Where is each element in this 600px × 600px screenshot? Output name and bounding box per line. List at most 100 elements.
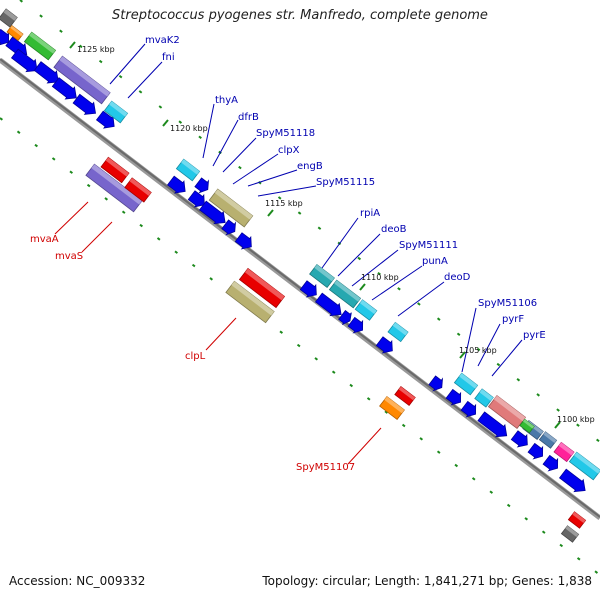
gene-bar-reverse: [238, 267, 286, 309]
tick-dash: [377, 271, 381, 276]
gene-bar-forward-body: [553, 441, 575, 463]
gene-arrow-forward-body: [198, 200, 226, 225]
gene-label-pyrE: pyrE: [523, 330, 546, 341]
gene-arrow-forward-body: [234, 232, 252, 250]
tick-dash: [98, 59, 103, 64]
gene-bar-reverse-body: [379, 395, 405, 421]
tick-dash: [121, 210, 126, 214]
leader-line: [477, 323, 501, 367]
gene-arrow-forward-body: [510, 430, 528, 448]
gene-bar-reverse: [394, 386, 416, 406]
gene-bar-reverse-body: [394, 386, 416, 406]
gene-arrow-forward-body: [347, 316, 364, 334]
gene-bar-forward-body: [354, 299, 378, 321]
gene-bar-forward-highlight: [479, 388, 494, 401]
gene-label-mvaA: mvaA: [30, 234, 59, 245]
leader-line: [54, 201, 89, 235]
tick-dash: [436, 317, 441, 321]
gene-bar-forward-highlight: [59, 56, 111, 97]
tick-dash: [556, 408, 560, 412]
gene-bar-forward: [553, 441, 575, 463]
tick-dash: [596, 438, 600, 443]
gene-bar-forward-body: [103, 100, 129, 124]
leader-line: [337, 233, 381, 277]
gene-bar-forward-body: [0, 8, 18, 28]
label-leader-lines: [54, 43, 523, 465]
gene-arrow-forward-body: [445, 388, 462, 406]
gene-bar-forward-body: [568, 451, 600, 481]
major-tick: [69, 41, 76, 49]
tick-dash: [401, 423, 406, 428]
gene-label-SpyM51107: SpyM51107: [296, 462, 355, 473]
gene-bar-forward-highlight: [181, 159, 200, 175]
genome-summary-text: Topology: circular; Length: 1,841,271 bp…: [262, 574, 592, 588]
tick-dash: [576, 557, 581, 561]
gene-bar-forward-highlight: [392, 322, 408, 336]
tick-label: 1120 kbp: [170, 124, 208, 133]
gene-bar-forward: [487, 394, 527, 430]
tick-dash: [317, 226, 322, 230]
gene-bar-forward: [0, 8, 18, 28]
gene-bar-reverse-body: [85, 163, 143, 213]
tick-dash: [174, 250, 179, 254]
tick-dash: [69, 170, 73, 174]
gene-arrow-forward-body: [428, 375, 444, 392]
gene-arrow-forward: [10, 48, 38, 73]
gene-bar-reverse-highlight: [572, 511, 586, 524]
gene-bar-forward-highlight: [558, 442, 574, 456]
gene-features: [0, 8, 600, 543]
gene-arrow-forward: [234, 232, 252, 250]
gene-bar-forward: [53, 55, 111, 105]
tick-dash: [524, 517, 529, 521]
gene-arrow-forward-body: [187, 190, 205, 208]
tick-dash: [19, 0, 23, 3]
tick-dash: [51, 157, 56, 161]
gene-bar-forward-highlight: [29, 32, 56, 54]
tick-dash: [506, 503, 511, 508]
major-tick: [267, 209, 274, 217]
gene-label-pyrF: pyrF: [502, 314, 524, 325]
tick-dash: [86, 183, 91, 188]
gene-label-mvaK2: mvaK2: [145, 35, 180, 46]
gene-bar-forward: [453, 372, 479, 396]
gene-arrow-forward-body: [477, 411, 508, 438]
gene-bar-reverse-highlight: [91, 164, 143, 205]
leader-line: [205, 317, 237, 351]
gene-arrow-forward: [558, 468, 586, 493]
tick-dash: [279, 330, 284, 334]
leader-line: [232, 153, 279, 185]
leader-line: [202, 103, 215, 159]
leader-line: [109, 43, 146, 85]
gene-bar-forward-body: [387, 321, 409, 343]
gene-bar-forward: [568, 451, 600, 481]
leader-line: [351, 249, 399, 287]
tick-dash: [104, 197, 109, 201]
tick-dash: [118, 74, 123, 79]
gene-arrow-forward: [0, 28, 10, 46]
gene-bar-forward-body: [23, 31, 57, 61]
gene-bar-reverse-highlight: [565, 525, 579, 538]
leader-line: [257, 185, 317, 197]
tick-dash: [541, 530, 546, 534]
leader-line: [371, 265, 423, 301]
leader-line: [321, 217, 359, 269]
gene-arrow-forward-body: [338, 310, 352, 325]
gene-arrow-forward-body: [194, 177, 210, 194]
major-tick: [162, 119, 169, 127]
tick-dash: [594, 570, 599, 574]
gene-arrow-forward: [95, 110, 115, 129]
gene-bar-forward: [538, 431, 558, 449]
gene-arrow-forward: [428, 375, 444, 392]
leader-line: [247, 169, 298, 187]
leader-line: [347, 427, 382, 465]
tick-dash: [397, 287, 401, 291]
major-tick: [359, 283, 366, 291]
gene-bar-forward: [175, 158, 201, 182]
leader-line: [222, 137, 257, 173]
gene-bar-forward-highlight: [359, 299, 377, 315]
gene-bar-forward-highlight: [109, 101, 128, 117]
gene-label-thyA: thyA: [215, 95, 238, 106]
tick-dash: [16, 130, 21, 134]
gene-arrow-forward-body: [95, 110, 115, 129]
